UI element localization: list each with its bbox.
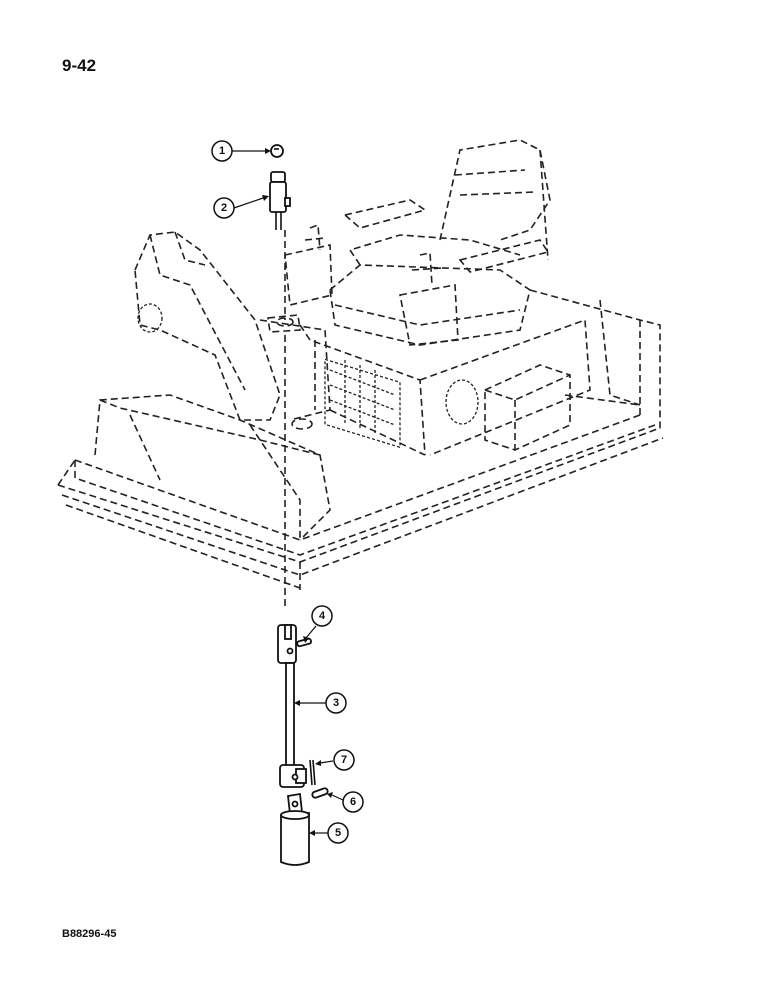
callout-4: 4: [303, 605, 333, 643]
part-7-spring-pin: [309, 759, 316, 786]
callout-1: 1: [211, 140, 271, 162]
part-4-pin: [296, 637, 312, 648]
callout-4-label: 4: [319, 610, 326, 622]
part-6-pin: [311, 787, 329, 799]
callout-3-label: 3: [333, 697, 339, 709]
callout-5-label: 5: [335, 827, 341, 839]
part-3-rod: [277, 624, 297, 767]
callout-7: 7: [315, 749, 355, 771]
callout-6-label: 6: [350, 796, 356, 808]
part-2-switch: [269, 171, 291, 230]
page-number: 9-42: [62, 56, 97, 75]
upper-structure-outline: [57, 139, 664, 590]
callout-5: 5: [309, 822, 349, 844]
front-grille: [324, 358, 401, 449]
callout-2-label: 2: [221, 202, 227, 214]
callout-3: 3: [294, 692, 347, 714]
callout-2: 2: [213, 195, 269, 219]
figure-code: B88296-45: [62, 928, 117, 940]
part-1-cap: [270, 144, 284, 158]
callout-6: 6: [327, 791, 364, 813]
rod-lower-clevis: [279, 764, 307, 788]
callout-1-label: 1: [219, 145, 225, 157]
callout-7-label: 7: [341, 754, 347, 766]
part-5-cylinder: [280, 792, 310, 866]
